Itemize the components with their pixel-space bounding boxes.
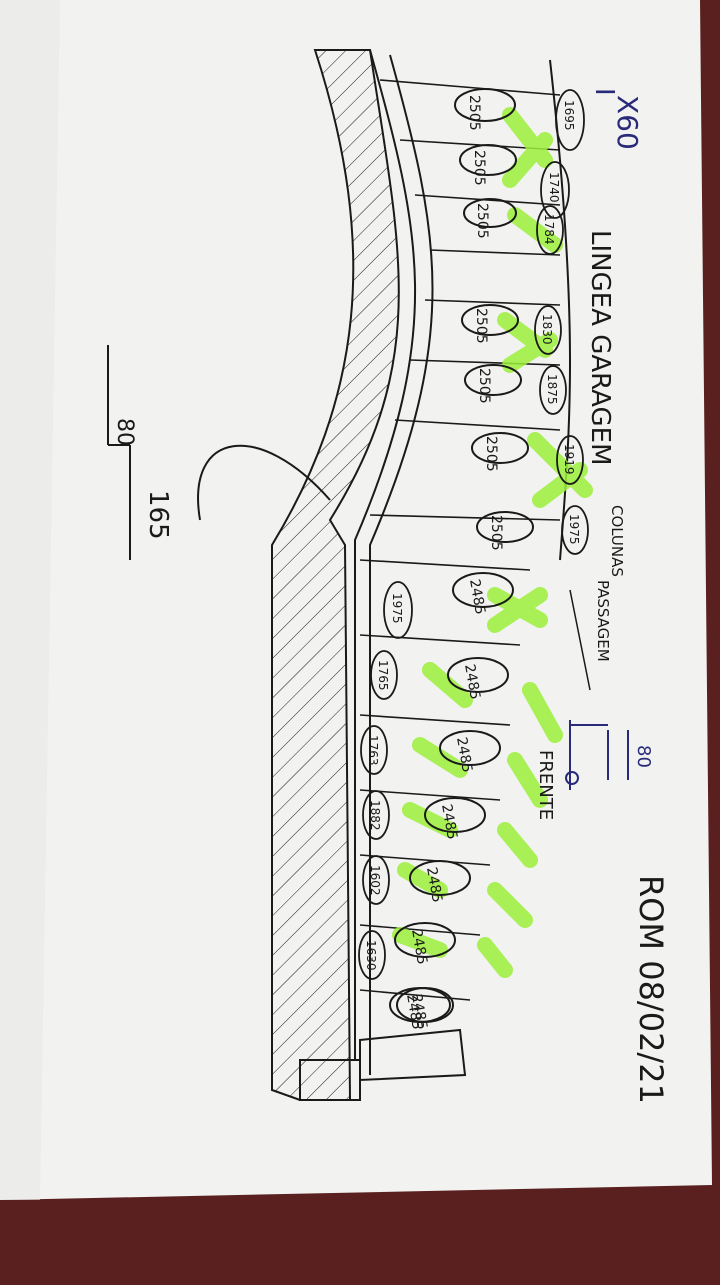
top-label-3: 2505 — [474, 203, 490, 239]
top-label-1: 2505 — [466, 95, 482, 131]
top-label-7: 2505 — [488, 515, 504, 551]
bottom-label-3: 1763 — [366, 735, 380, 766]
annotation-bottom: PASSAGEM — [594, 580, 612, 662]
lower-label-3: 2485 — [453, 736, 475, 774]
annotation-column: COLUNAS — [608, 505, 626, 577]
dimension-value-side: 80 — [633, 745, 654, 768]
dimension-mark-side — [569, 720, 629, 790]
annotation-leader — [569, 589, 591, 691]
highlighter-marks — [392, 107, 593, 978]
sketch-title: LINGEA GARAGEM — [585, 230, 615, 466]
bottom-label-5: 1602 — [368, 865, 382, 896]
post-label-6: 1919 — [562, 444, 576, 475]
dimension-value-top: 165 — [143, 490, 173, 540]
lower-label-1: 2485 — [466, 578, 488, 616]
header-mark: I — [589, 88, 619, 96]
post-label-1: 1695 — [562, 100, 576, 131]
extra-oval — [396, 987, 454, 1023]
lower-label-6: 2485 — [408, 928, 430, 966]
post-label-3: 1784 — [542, 214, 556, 245]
lower-label-4: 2485 — [438, 803, 460, 841]
bottom-label-6: 1630 — [364, 940, 378, 971]
marker-symbol — [565, 771, 579, 785]
top-row-ovals — [454, 88, 534, 543]
post-label-2: 1740 — [547, 172, 561, 203]
post-label-5: 1875 — [545, 374, 559, 405]
header-code: X60 — [611, 95, 644, 150]
dimension-mark-top — [107, 345, 131, 560]
top-label-5: 2505 — [476, 368, 492, 404]
bottom-label-4: 1882 — [368, 800, 382, 831]
post-labels: 1695 1740 1784 1830 1875 1919 1975 — [540, 100, 581, 545]
extra-label: 2485 — [408, 993, 430, 1031]
bottom-label-ovals — [358, 581, 413, 980]
lower-label-2: 2485 — [461, 663, 483, 701]
leader-curve — [197, 444, 331, 521]
bottom-labels: 1975 1765 1763 1882 1602 1630 — [364, 593, 404, 971]
annotation-front: FRENTE — [535, 750, 556, 820]
paper-shadow — [0, 0, 60, 1200]
post-label-ovals — [534, 89, 589, 555]
post-label-7: 1975 — [567, 514, 581, 545]
top-label-2: 2505 — [471, 150, 487, 186]
lower-label-5: 2485 — [423, 866, 445, 904]
bottom-label-1: 1975 — [390, 593, 404, 624]
top-label-4: 2505 — [473, 308, 489, 344]
post-label-4: 1830 — [540, 314, 554, 345]
dimension-number-top: 80 — [112, 418, 137, 446]
top-label-6: 2505 — [483, 436, 499, 472]
signature-date: ROM 08/02/21 — [632, 875, 670, 1104]
bottom-label-2: 1765 — [376, 660, 390, 691]
fence-structure — [354, 49, 571, 1082]
top-row-labels: 2505 2505 2505 2505 2505 2505 2505 — [466, 95, 504, 551]
